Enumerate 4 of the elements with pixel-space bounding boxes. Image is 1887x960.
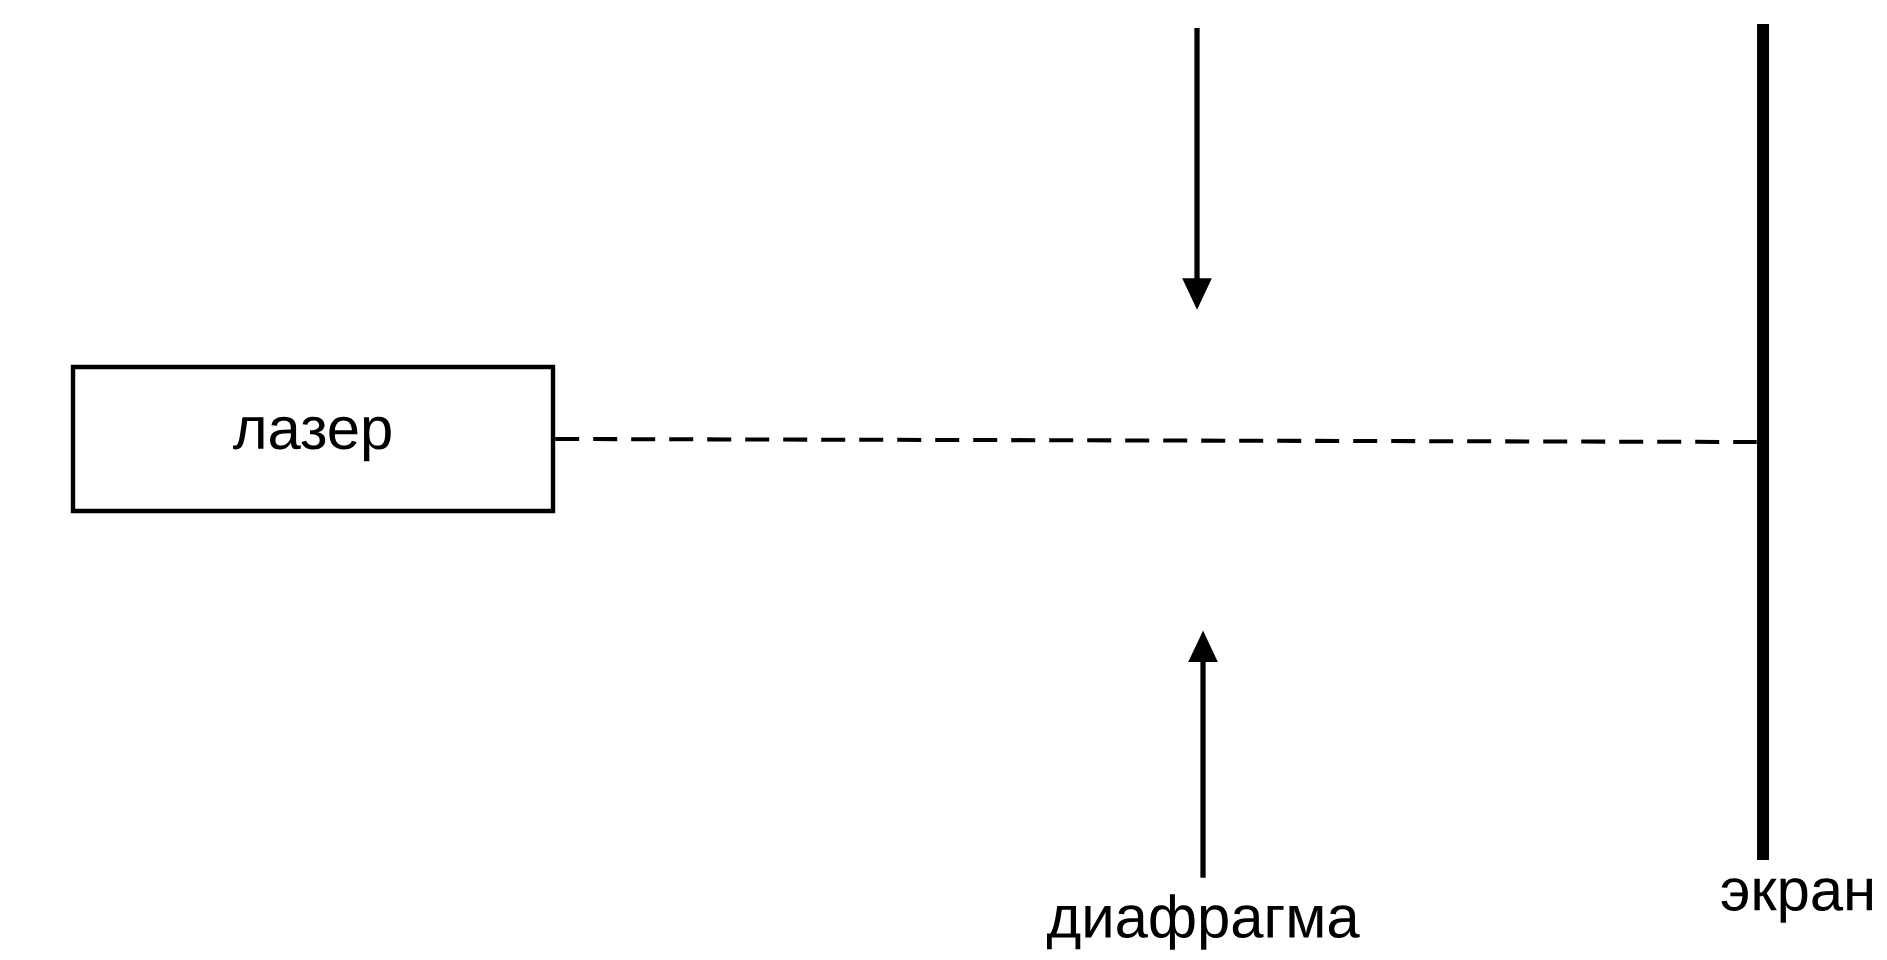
- diaphragm-label: диафрагма: [1047, 894, 1360, 950]
- laser-box: лазер: [70, 364, 556, 514]
- screen-label: экран: [1721, 878, 1872, 923]
- laser-beam: [555, 436, 1757, 444]
